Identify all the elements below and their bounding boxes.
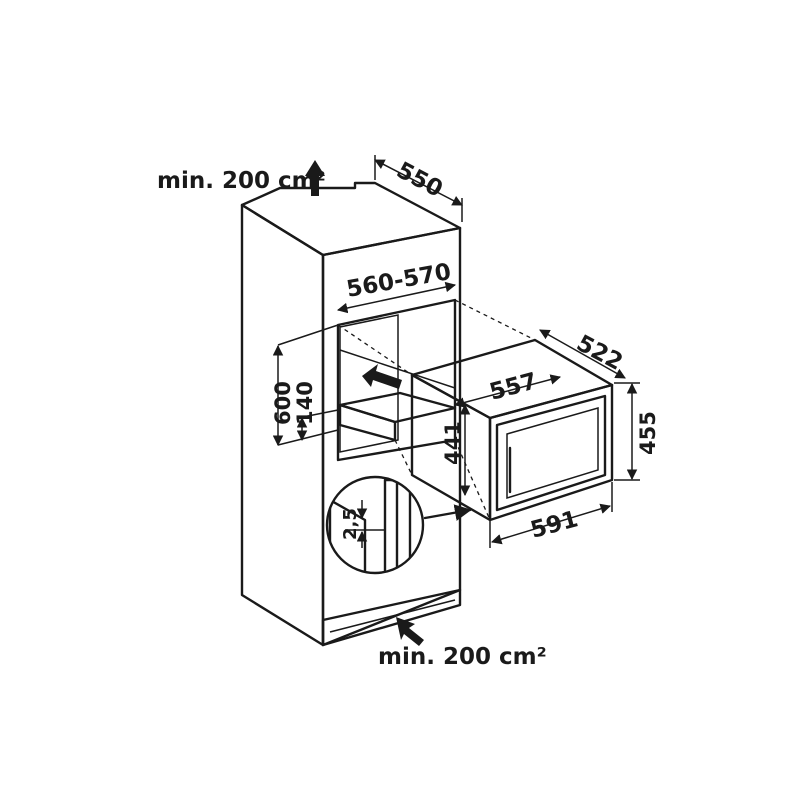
dim-appliance-depth: 522 <box>539 329 627 379</box>
up-arrow-icon <box>305 160 325 196</box>
appliance-width-label: 557 <box>487 368 540 406</box>
appliance-depth-label: 522 <box>572 330 627 375</box>
dim-appliance-height: 441 <box>441 403 471 497</box>
appliance <box>337 299 614 522</box>
appliance-height-label: 441 <box>441 421 465 465</box>
push-arrow-icon <box>362 364 402 389</box>
vent-top-label: min. 200 cm² <box>157 168 326 194</box>
dim-appliance-width: 557 <box>453 368 562 408</box>
vent-top: min. 200 cm² <box>157 160 326 196</box>
vent-bottom-label: min. 200 cm² <box>378 644 547 670</box>
cabinet-plinth <box>321 588 462 647</box>
inflow-arrow-icon <box>396 617 424 646</box>
niche <box>336 298 457 462</box>
appliance-front-face <box>488 383 614 522</box>
gap-label: 2,5 <box>340 508 361 540</box>
detail-circle: 2,5 <box>325 475 472 575</box>
appliance-door <box>495 394 607 512</box>
detail-pointer-arrow <box>423 504 472 521</box>
dim-niche-width: 560-570 <box>336 259 457 314</box>
niche-height-label: 600 <box>271 381 295 425</box>
cabinet <box>240 181 462 647</box>
floor-height-label: 140 <box>293 381 317 425</box>
vent-bottom: min. 200 cm² <box>378 617 547 670</box>
appliance-outer-height-label: 455 <box>636 411 660 455</box>
dim-niche-height: 600 140 <box>271 324 339 447</box>
dim-niche-depth: 550 <box>374 155 463 222</box>
dim-appliance-outer-height: 455 <box>614 382 660 481</box>
appliance-front-width-label: 591 <box>528 506 581 544</box>
